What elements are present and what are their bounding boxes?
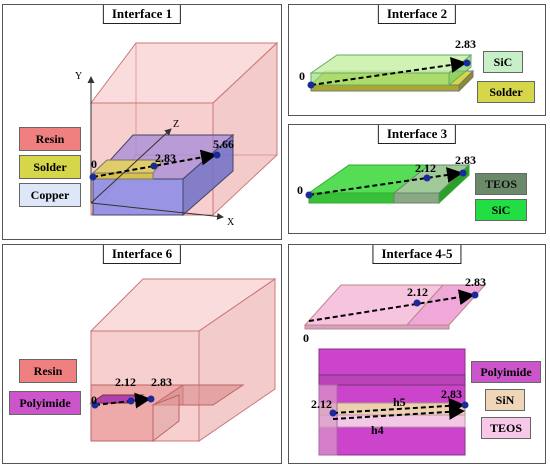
- resin-notch: [152, 394, 180, 443]
- path-arrow: [92, 149, 217, 178]
- point-2-83: [463, 59, 471, 67]
- point-5-66-label: 5.66: [213, 137, 234, 151]
- path-h4-label: h4: [371, 423, 384, 437]
- solder-label: Solder: [477, 81, 535, 103]
- interface6-panel: Interface 6 Resin Polyimide 0 2.12 2.83: [2, 244, 282, 464]
- point-2-12: [423, 174, 431, 182]
- teos-slab-edge: [304, 324, 450, 330]
- x-axis-line: [90, 202, 224, 220]
- solder-slab-front: [310, 84, 460, 92]
- y-axis-label: Y: [75, 71, 83, 82]
- point-2-12-top: [413, 299, 421, 307]
- point-2-83-top-label: 2.83: [465, 275, 486, 289]
- interface2-diagram: [307, 53, 475, 93]
- z-axis-label: Z: [173, 119, 180, 130]
- interface45-diagram: [303, 284, 487, 456]
- path-arrow: [308, 167, 463, 196]
- resin-label: Resin: [19, 359, 77, 383]
- interface1-panel: Interface 1 Y Z X: [2, 4, 282, 240]
- resin-label: Resin: [19, 127, 81, 151]
- teos-layer: [318, 414, 466, 428]
- path-arrow: [94, 392, 151, 409]
- point-0-label: 0: [299, 69, 305, 83]
- interface6-title: Interface 6: [102, 245, 182, 264]
- z-axis-line: [90, 128, 172, 204]
- point-2-12-bottom-label: 2.12: [311, 397, 332, 411]
- point-2-83: [150, 162, 158, 170]
- interface3-title: Interface 3: [377, 125, 457, 144]
- point-0: [89, 173, 97, 181]
- point-0-label: 0: [91, 157, 97, 171]
- interface45-panel: Interface 4-5 0 2.12 2.83 2.12 2.83 h5 h…: [288, 244, 546, 464]
- interface1-diagram: [87, 41, 279, 220]
- point-2-83: [147, 395, 155, 403]
- point-2-12-label: 2.12: [115, 375, 136, 389]
- point-2-12-label: 2.12: [415, 161, 436, 175]
- solder-strip-top: [91, 159, 165, 174]
- block-side: [318, 384, 338, 456]
- polyimide-band: [318, 374, 466, 386]
- interface1-title: Interface 1: [102, 5, 182, 24]
- point-2-83-label: 2.83: [155, 151, 176, 165]
- path-arrow-top: [308, 289, 475, 322]
- polyimide-label: Polyimide: [9, 391, 81, 415]
- sic-label: SiC: [475, 199, 527, 221]
- point-2-83-label: 2.83: [151, 375, 172, 389]
- interface2-title: Interface 2: [377, 5, 457, 24]
- point-0: [305, 191, 313, 199]
- point-5-66: [213, 151, 221, 159]
- x-axis-label: X: [227, 217, 235, 228]
- point-2-12-bottom: [329, 409, 337, 417]
- point-2-83-bottom: [461, 401, 469, 409]
- interface2-panel: Interface 2 0 2.83 SiC Solder: [288, 4, 546, 116]
- solder-label: Solder: [19, 155, 81, 179]
- path-arrow: [310, 57, 467, 86]
- point-0: [91, 401, 99, 409]
- point-0: [307, 81, 315, 89]
- point-0-top-label: 0: [303, 331, 309, 345]
- interface3-diagram: [305, 163, 471, 205]
- solder-slab-side: [458, 69, 474, 93]
- sic-layer-top: [309, 54, 473, 74]
- teos-label: TEOS: [481, 417, 531, 439]
- interface6-diagram: [89, 278, 277, 443]
- polyimide-block: [318, 348, 466, 456]
- copper-label: Copper: [19, 183, 81, 207]
- sic-layer-front: [310, 72, 450, 86]
- interface45-title: Interface 4-5: [372, 245, 462, 264]
- path-arrow-h5: [332, 397, 465, 414]
- interface3-panel: Interface 3 0 2.12 2.83 TEOS SiC: [288, 124, 546, 234]
- point-2-83-bottom-label: 2.83: [441, 387, 462, 401]
- point-2-12-top-label: 2.12: [407, 285, 428, 299]
- copper-block-front: [92, 178, 184, 216]
- sin-label: SiN: [485, 389, 525, 411]
- path-h5-label: h5: [393, 395, 406, 409]
- point-0-label: 0: [297, 183, 303, 197]
- point-2-83: [459, 169, 467, 177]
- point-2-12: [127, 397, 135, 405]
- polyimide-label: Polyimide: [471, 361, 541, 383]
- point-0-label: 0: [91, 393, 97, 407]
- path-arrow-h4: [332, 403, 465, 420]
- teos-label: TEOS: [475, 173, 527, 195]
- point-2-83-label: 2.83: [455, 153, 476, 167]
- point-2-83-label: 2.83: [455, 37, 476, 51]
- sic-label: SiC: [483, 51, 523, 73]
- point-2-83-top: [471, 291, 479, 299]
- teos-region-front: [393, 192, 440, 204]
